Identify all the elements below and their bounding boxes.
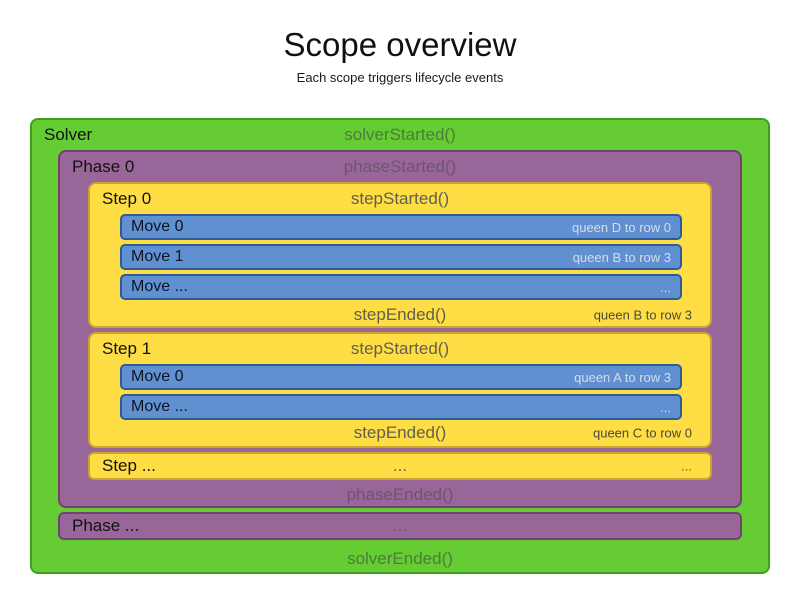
phase0-footer-row: phaseEnded() bbox=[60, 482, 740, 508]
step0-started-event: stepStarted() bbox=[350, 189, 450, 208]
move-label: Move ... bbox=[131, 278, 188, 295]
move-row: Move 0 queen A to row 3 bbox=[120, 364, 682, 390]
step1-scope-box: Step 1 stepStarted() Move 0 queen A to r… bbox=[88, 332, 712, 448]
phase0-label: Phase 0 bbox=[72, 157, 135, 176]
step0-header-row: Step 0 stepStarted() bbox=[90, 184, 710, 214]
solver-scope-box: Solver solverStarted() Phase 0 phaseStar… bbox=[30, 118, 770, 574]
step-ellipsis-row: Step ... ... ... bbox=[90, 454, 710, 478]
solver-label: Solver bbox=[44, 125, 93, 144]
step-ellipsis-right-dots: ... bbox=[681, 458, 692, 474]
page-title: Scope overview bbox=[283, 26, 517, 63]
step1-label: Step 1 bbox=[102, 339, 152, 358]
step1-ended-event: stepEnded() bbox=[353, 423, 447, 442]
move-row: Move 0 queen D to row 0 bbox=[120, 214, 682, 240]
solver-header-row: Solver solverStarted() bbox=[32, 120, 768, 150]
step0-label: Step 0 bbox=[102, 189, 152, 208]
step1-ended-note: queen C to row 0 bbox=[592, 425, 692, 441]
move-note: ... bbox=[660, 399, 671, 415]
move-label: Move 1 bbox=[131, 248, 184, 265]
step0-footer-row: stepEnded() queen B to row 3 bbox=[90, 302, 710, 328]
step-ellipsis-center-dots: ... bbox=[392, 456, 408, 475]
step-ellipsis-box: Step ... ... ... bbox=[88, 452, 712, 480]
phase-ended-event: phaseEnded() bbox=[346, 485, 454, 504]
phase-ellipsis-row: Phase ... ... bbox=[60, 514, 740, 538]
move-row: Move ... ... bbox=[120, 394, 682, 420]
phase0-scope-box: Phase 0 phaseStarted() Step 0 stepStarte… bbox=[58, 150, 742, 508]
phase-started-event: phaseStarted() bbox=[343, 157, 457, 176]
move-row: Move 1 queen B to row 3 bbox=[120, 244, 682, 270]
move-label: Move 0 bbox=[131, 218, 184, 235]
solver-footer-row: solverEnded() bbox=[32, 544, 768, 574]
page-subtitle: Each scope triggers lifecycle events bbox=[296, 70, 504, 85]
step-ellipsis-label: Step ... bbox=[102, 456, 156, 475]
solver-started-event: solverStarted() bbox=[344, 125, 456, 144]
move-label: Move 0 bbox=[131, 368, 184, 385]
step0-scope-box: Step 0 stepStarted() Move 0 queen D to r… bbox=[88, 182, 712, 328]
move-row: Move ... ... bbox=[120, 274, 682, 300]
solver-ended-event: solverEnded() bbox=[347, 549, 453, 568]
phase-ellipsis-label: Phase ... bbox=[72, 516, 140, 535]
step1-footer-row: stepEnded() queen C to row 0 bbox=[90, 420, 710, 446]
step0-ended-note: queen B to row 3 bbox=[593, 307, 692, 323]
step1-header-row: Step 1 stepStarted() bbox=[90, 334, 710, 364]
move-note: queen D to row 0 bbox=[571, 219, 671, 235]
phase-ellipsis-center-dots: ... bbox=[392, 516, 408, 535]
phase-ellipsis-box: Phase ... ... bbox=[58, 512, 742, 540]
step0-ended-event: stepEnded() bbox=[353, 305, 447, 324]
move-note: queen A to row 3 bbox=[574, 369, 671, 385]
move-note: queen B to row 3 bbox=[572, 249, 671, 265]
move-note: ... bbox=[660, 279, 671, 295]
phase0-header-row: Phase 0 phaseStarted() bbox=[60, 152, 740, 182]
step1-started-event: stepStarted() bbox=[350, 339, 450, 358]
move-label: Move ... bbox=[131, 398, 188, 415]
